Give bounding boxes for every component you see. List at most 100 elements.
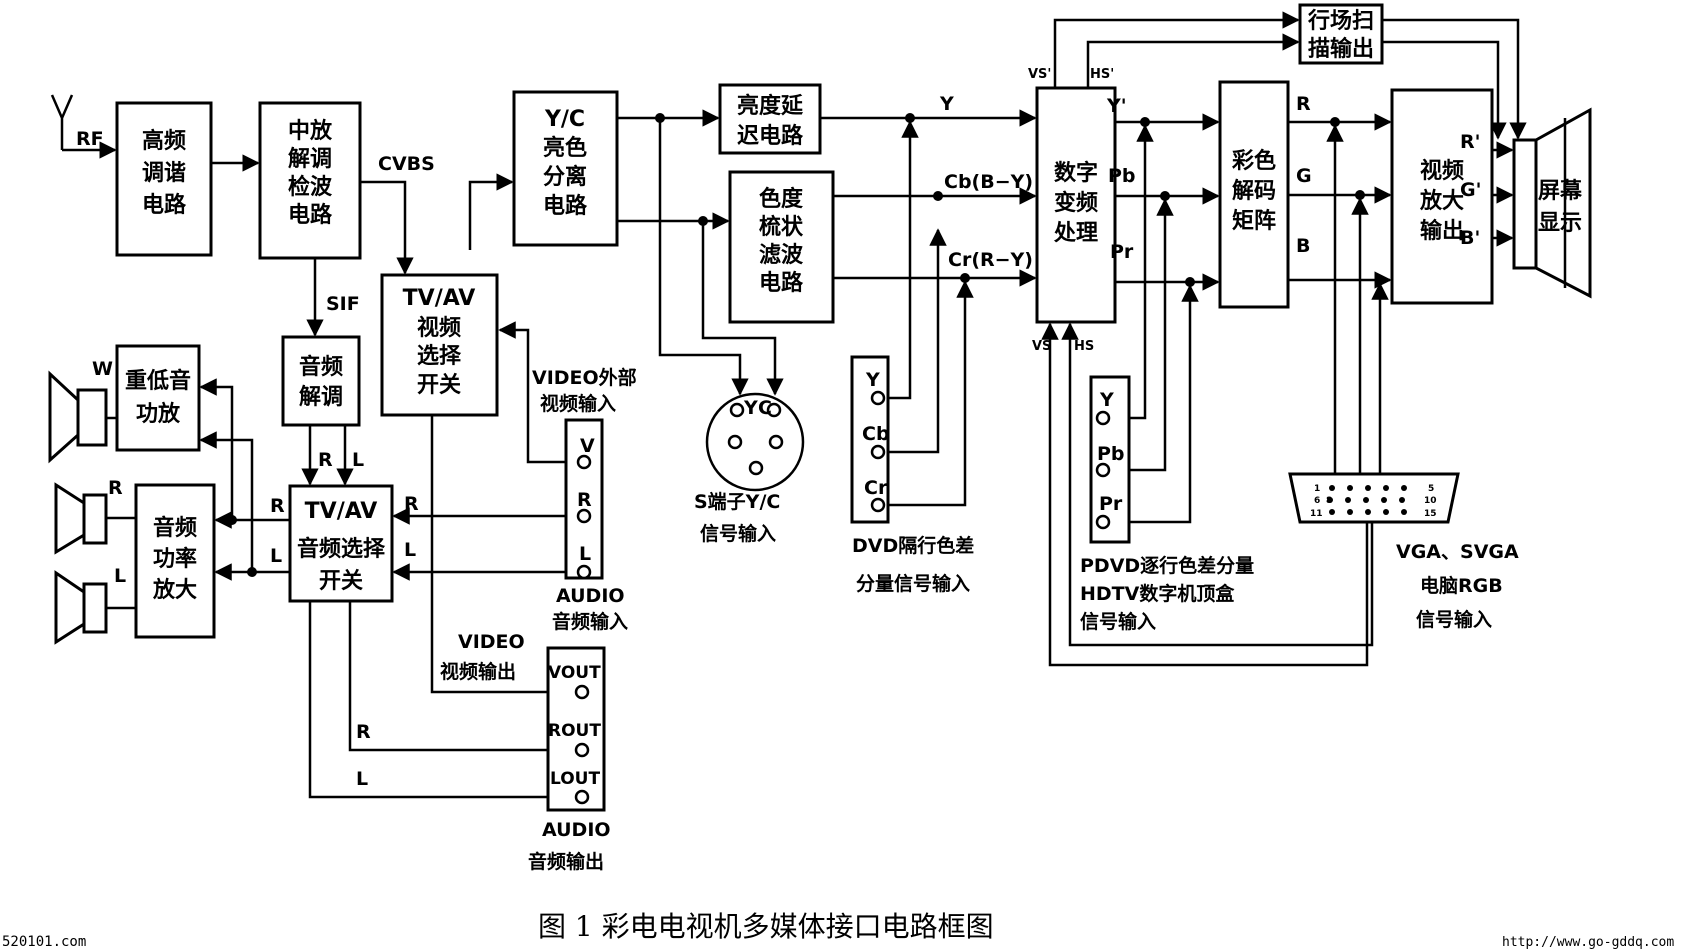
svg-text:LOUT: LOUT (550, 769, 600, 789)
svg-text:B: B (1296, 235, 1310, 257)
svg-text:Pr: Pr (1099, 493, 1123, 515)
svg-text:SIF: SIF (326, 293, 360, 315)
svg-text:Pb: Pb (1097, 443, 1125, 465)
block-comb-filter: 色度梳状滤波电路 (728, 170, 835, 324)
svg-text:重低音功放: 重低音功放 (125, 368, 191, 427)
svg-text:R: R (404, 493, 419, 515)
svg-text:W: W (92, 358, 113, 380)
svg-text:ROUT: ROUT (548, 721, 601, 741)
svg-text:中放解调检波电路: 中放解调检波电路 (288, 118, 333, 228)
svg-text:彩色解码矩阵: 彩色解码矩阵 (1231, 148, 1276, 234)
block-digital-processing-body: 数字变频处理 (1035, 86, 1117, 324)
svg-text:Cr(R−Y): Cr(R−Y) (948, 249, 1033, 271)
block-audio-power-amp: 音频功率放大 (134, 483, 216, 639)
svg-text:Y: Y (1099, 389, 1114, 411)
junction-dots (227, 113, 1385, 577)
svg-text:L: L (579, 543, 591, 565)
watermark-left: 520101.com (2, 934, 86, 950)
block-luminance-delay: 亮度延迟电路 (718, 83, 822, 155)
figure-caption: 图 1 彩电电视机多媒体接口电路框图 (538, 910, 994, 943)
svg-text:R: R (108, 477, 123, 499)
svg-text:Pb: Pb (1108, 165, 1136, 187)
svg-text:R: R (318, 449, 333, 471)
svg-text:8: 8 (1326, 496, 1332, 506)
svg-text:L: L (356, 768, 368, 790)
svg-text:VIDEO外部视频输入: VIDEO外部视频输入 (532, 366, 637, 415)
svg-text:数字变频处理: 数字变频处理 (1053, 160, 1098, 246)
svg-text:L: L (352, 449, 364, 471)
svg-text:CVBS: CVBS (378, 153, 435, 175)
svg-text:B': B' (1460, 227, 1480, 249)
svg-text:Y': Y' (1106, 95, 1127, 117)
svg-text:HS': HS' (1090, 67, 1114, 82)
svg-text:VS': VS' (1028, 67, 1051, 82)
svg-text:行场扫描输出: 行场扫描输出 (1307, 8, 1374, 62)
av-output-terminals (546, 646, 606, 812)
av-input-terminals (564, 418, 604, 580)
block-scan-output: 行场扫描输出 (1298, 3, 1384, 65)
svg-text:R: R (1296, 93, 1311, 115)
svg-text:Pr: Pr (1110, 241, 1134, 263)
block-color-decoder: 彩色解码矩阵 (1218, 80, 1290, 309)
block-hf-tuner: 高频调谐电路 (115, 101, 213, 257)
svg-text:15: 15 (1424, 509, 1437, 519)
svg-text:Cb: Cb (862, 423, 890, 445)
svg-text:视频放大输出: 视频放大输出 (1419, 158, 1464, 244)
svg-text:Cb(B−Y): Cb(B−Y) (944, 171, 1033, 193)
svg-text:L: L (114, 565, 126, 587)
svg-text:G': G' (1460, 179, 1481, 201)
svg-text:RF: RF (76, 128, 104, 150)
svg-text:10: 10 (1424, 496, 1437, 506)
svg-text:1: 1 (1314, 484, 1320, 494)
svg-text:音频功率放大: 音频功率放大 (152, 515, 197, 603)
block-video-amp: 视频放大输出 (1390, 88, 1494, 305)
vga-connector: 1 5 6 8 10 11 15 (1288, 472, 1460, 524)
svg-text:R: R (356, 721, 371, 743)
svg-text:5: 5 (1428, 484, 1434, 494)
svg-text:HS: HS (1074, 339, 1094, 354)
screen-crt: 屏幕显示 (1512, 107, 1592, 299)
svg-text:屏幕显示: 屏幕显示 (1538, 179, 1583, 236)
speaker-left (54, 570, 108, 645)
block-if-demod: 中放解调检波电路 (258, 101, 362, 260)
svg-text:11: 11 (1310, 509, 1323, 519)
svg-text:V: V (580, 435, 595, 457)
svg-text:6: 6 (1314, 496, 1320, 506)
svg-text:VOUT: VOUT (548, 663, 601, 683)
svg-text:R': R' (1460, 131, 1480, 153)
svg-text:VS: VS (1032, 339, 1051, 354)
signal-wires (50, 11, 1527, 806)
block-subwoofer-amp: 重低音功放 (115, 344, 201, 452)
svg-text:Y: Y (865, 369, 880, 391)
svg-text:Y: Y (939, 93, 954, 115)
svg-text:G: G (1296, 165, 1312, 187)
speaker-subwoofer (48, 370, 108, 464)
svg-text:R: R (270, 495, 285, 517)
watermark-right: http://www.go-gddq.com (1502, 935, 1674, 950)
pdvd-input-terminals (1089, 375, 1131, 544)
dvd-input-terminals (850, 355, 890, 524)
svg-text:DVD隔行色差分量信号输入: DVD隔行色差分量信号输入 (852, 534, 974, 595)
svg-text:高频调谐电路: 高频调谐电路 (142, 128, 187, 218)
svg-text:L: L (404, 539, 416, 561)
svg-text:C: C (758, 397, 772, 419)
svg-text:L: L (270, 545, 282, 567)
block-audio-demod: 音频解调 (281, 335, 361, 427)
svg-text:色度梳状滤波电路: 色度梳状滤波电路 (759, 186, 804, 296)
signal-labels: RF CVBS SIF W R L R L R L R L R L Y Cb(B… (76, 67, 1481, 790)
speaker-right (54, 482, 108, 555)
svg-text:R: R (577, 489, 592, 511)
